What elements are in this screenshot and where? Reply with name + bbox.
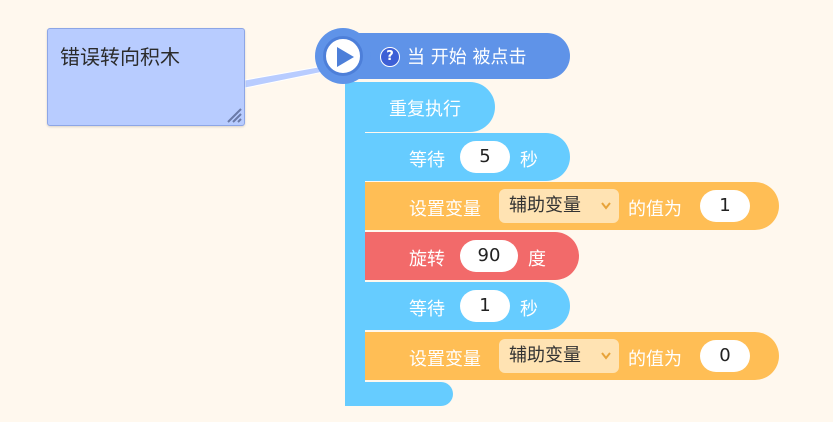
play-button[interactable] — [323, 36, 363, 76]
turn-block[interactable]: 旋转 90 度 — [365, 232, 579, 280]
repeat-forever-block[interactable]: 重复执行 — [345, 82, 495, 132]
turn-unit-label: 度 — [528, 249, 546, 270]
chevron-down-icon — [601, 352, 611, 360]
wait-label: 等待 — [409, 299, 445, 320]
loop-arm — [345, 120, 365, 406]
wait-block[interactable]: 等待 1 秒 — [365, 282, 570, 330]
set-value-suffix: 的值为 — [628, 349, 682, 370]
repeat-forever-label: 重复执行 — [389, 99, 461, 120]
wait-seconds-input[interactable]: 1 — [460, 290, 510, 322]
help-icon[interactable]: ? — [380, 47, 400, 67]
set-variable-label: 设置变量 — [409, 349, 481, 370]
variable-dropdown-value: 辅助变量 — [509, 195, 581, 216]
wait-unit-label: 秒 — [520, 299, 538, 320]
comment-text[interactable]: 错误转向积木 — [60, 45, 180, 69]
loop-foot — [345, 382, 453, 406]
chevron-down-icon — [601, 202, 611, 210]
set-variable-label: 设置变量 — [409, 199, 481, 220]
wait-unit-label: 秒 — [520, 150, 538, 171]
hat-block-label: 当 开始 被点击 — [407, 47, 527, 68]
set-value-suffix: 的值为 — [628, 199, 682, 220]
wait-label: 等待 — [409, 150, 445, 171]
turn-label: 旋转 — [409, 249, 445, 270]
play-icon — [337, 47, 354, 67]
comment-note[interactable]: 错误转向积木 — [47, 28, 245, 126]
variable-dropdown[interactable]: 辅助变量 — [499, 339, 619, 373]
set-value-input[interactable]: 1 — [700, 190, 750, 222]
variable-dropdown[interactable]: 辅助变量 — [499, 189, 619, 223]
when-start-clicked-block[interactable]: ? 当 开始 被点击 — [315, 28, 570, 84]
resize-handle-icon[interactable] — [224, 105, 242, 123]
set-variable-block[interactable]: 设置变量 辅助变量 的值为 1 — [365, 182, 779, 230]
wait-seconds-input[interactable]: 5 — [460, 141, 510, 173]
set-variable-block[interactable]: 设置变量 辅助变量 的值为 0 — [365, 332, 779, 380]
set-value-input[interactable]: 0 — [700, 340, 750, 372]
variable-dropdown-value: 辅助变量 — [509, 345, 581, 366]
turn-degrees-input[interactable]: 90 — [460, 240, 518, 272]
wait-block[interactable]: 等待 5 秒 — [365, 133, 570, 181]
hat-block-body — [337, 33, 570, 79]
